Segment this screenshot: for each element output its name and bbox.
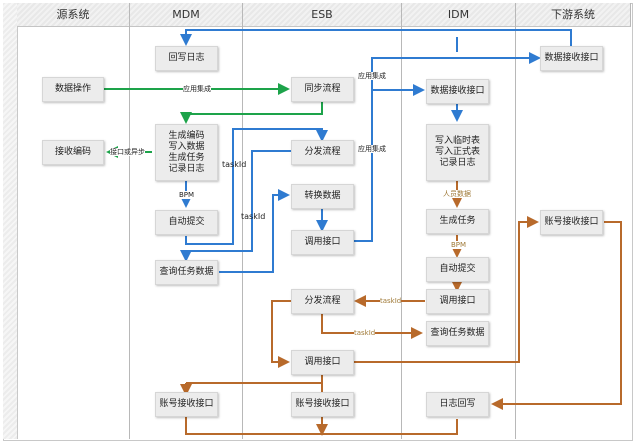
lane-header-idm: IDM xyxy=(402,3,516,27)
node-write-tables[interactable]: 写入临时表 写入正式表 记录日志 xyxy=(426,124,489,181)
node-convert-data[interactable]: 转换数据 xyxy=(291,184,354,209)
swimlane-left-strip xyxy=(3,3,18,439)
node-idm-query-task[interactable]: 查询任务数据 xyxy=(426,321,489,346)
edge-label-bpm: BPM xyxy=(451,241,467,249)
node-down-data-recv[interactable]: 数据接收接口 xyxy=(540,46,603,71)
node-sync-flow[interactable]: 同步流程 xyxy=(291,77,354,102)
node-esb-call-api[interactable]: 调用接口 xyxy=(291,230,354,255)
node-down-account-recv[interactable]: 账号接收接口 xyxy=(540,210,603,235)
edge-down-account-to-log xyxy=(491,221,622,410)
lane-header-source: 源系统 xyxy=(17,3,130,27)
lane-header-downstream: 下游系统 xyxy=(516,3,631,27)
node-esb-call-api-2[interactable]: 调用接口 xyxy=(291,350,354,375)
edge-down-to-writeback xyxy=(180,29,572,46)
node-log-writeback[interactable]: 日志回写 xyxy=(426,392,489,417)
edge-label-taskid: taskId xyxy=(222,160,247,169)
node-dispatch-flow[interactable]: 分发流程 xyxy=(291,140,354,165)
node-idm-call-api[interactable]: 调用接口 xyxy=(426,289,489,314)
edge-label-bpm: BPM xyxy=(179,191,195,199)
edge-query-to-convert xyxy=(219,189,290,273)
edge-label-taskid: taskId xyxy=(241,212,266,221)
lane-header-mdm: MDM xyxy=(130,3,243,27)
edge-label-app-integration: 应用集成 xyxy=(183,85,211,93)
edge-call2-to-down-account xyxy=(354,216,539,363)
edge-dispatch-to-query xyxy=(180,150,291,262)
node-generate-code[interactable]: 生成编码 写入数据 生成任务 记录日志 xyxy=(155,124,218,181)
node-esb-dispatch-flow-2[interactable]: 分发流程 xyxy=(291,289,354,314)
lane-header-esb: ESB xyxy=(243,3,402,27)
edge-accounts-to-log xyxy=(185,414,458,434)
edge-dispatch2-to-query xyxy=(321,313,423,339)
lane-divider xyxy=(129,3,130,439)
node-mdm-auto-submit[interactable]: 自动提交 xyxy=(155,210,218,235)
edge-label-taskid: taskId xyxy=(354,329,376,337)
node-mdm-account-recv[interactable]: 账号接收接口 xyxy=(155,392,218,417)
node-idm-auto-submit[interactable]: 自动提交 xyxy=(426,257,489,282)
edge-label-personnel-data: 人员数据 xyxy=(443,190,471,198)
edge-dispatch2-to-call2 xyxy=(271,300,291,368)
node-idm-data-recv[interactable]: 数据接收接口 xyxy=(426,79,489,104)
lane-divider xyxy=(401,3,402,439)
edge-label-api-or-async: 接口或异步 xyxy=(110,148,145,156)
node-data-operation[interactable]: 数据操作 xyxy=(42,77,104,102)
node-receive-code[interactable]: 接收编码 xyxy=(42,140,104,165)
node-idm-gen-task[interactable]: 生成任务 xyxy=(426,209,489,234)
edge-label-app-integration: 应用集成 xyxy=(358,145,386,153)
lane-divider xyxy=(242,3,243,439)
node-esb-account-recv[interactable]: 账号接收接口 xyxy=(291,392,354,417)
edge-auto-submit-to-dispatch xyxy=(185,128,328,245)
node-mdm-query-task[interactable]: 查询任务数据 xyxy=(155,260,218,285)
edge-sync-to-generate xyxy=(180,99,323,124)
node-writeback-log[interactable]: 回写日志 xyxy=(155,46,218,71)
edge-label-app-integration: 应用集成 xyxy=(358,72,386,80)
edge-label-taskid: taskId xyxy=(380,297,402,305)
lane-divider xyxy=(515,3,516,439)
